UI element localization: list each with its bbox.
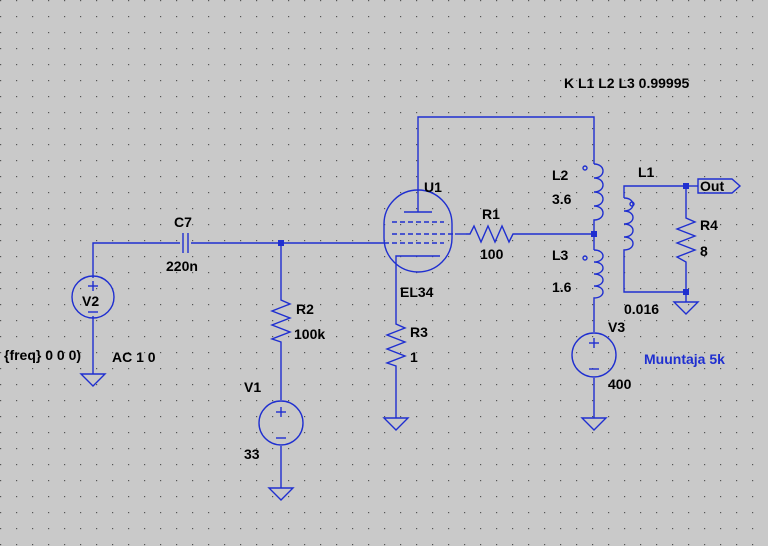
ground-v3 (580, 417, 608, 431)
r3-name: R3 (410, 324, 428, 340)
source-v3[interactable] (571, 332, 617, 378)
l1-name: L1 (638, 164, 655, 180)
junction-tap (591, 231, 597, 237)
l2-value: 3.6 (552, 191, 572, 207)
junction-r4-gnd (683, 289, 689, 295)
wire-plate-loop[interactable] (417, 116, 595, 190)
capacitor-c7[interactable] (182, 233, 189, 253)
inductor-l1[interactable] (623, 197, 635, 252)
spice-directive[interactable]: K L1 L2 L3 0.99995 (564, 75, 690, 91)
v2-value-left: {freq} 0 0 0) (4, 347, 81, 363)
l2-polarity-dot (582, 165, 588, 171)
wire-v2-to-c7[interactable] (92, 242, 180, 270)
resistor-r1[interactable] (466, 224, 518, 244)
junctions (278, 183, 689, 295)
ground-r3 (382, 417, 410, 431)
tube-u1[interactable] (383, 189, 455, 273)
inductor-l2[interactable] (582, 160, 604, 222)
u1-name: U1 (424, 179, 442, 195)
l3-value: 1.6 (552, 279, 572, 295)
wire-l1-top[interactable] (623, 185, 687, 214)
l2-name: L2 (552, 167, 569, 183)
ground-v1 (267, 487, 295, 501)
junction-out (683, 183, 689, 189)
source-v1[interactable] (258, 400, 304, 446)
r1-value: 100 (480, 246, 504, 262)
ground-r4 (672, 301, 700, 315)
inductor-l3[interactable] (582, 249, 604, 300)
v1-value: 33 (244, 446, 260, 462)
r2-name: R2 (296, 301, 314, 317)
r2-value: 100k (294, 326, 325, 342)
c7-value: 220n (166, 258, 198, 274)
v2-name: V2 (82, 293, 99, 309)
l1-value: 0.016 (624, 301, 659, 317)
c7-name: C7 (174, 214, 192, 230)
r3-value: 1 (410, 349, 418, 365)
net-label-out[interactable]: Out (697, 178, 742, 194)
out-label-text: Out (700, 178, 724, 194)
ground-v2 (79, 373, 107, 387)
r4-value: 8 (700, 243, 708, 259)
r4-name: R4 (700, 217, 718, 233)
wire-l1-bottom[interactable] (623, 252, 687, 293)
source-v2[interactable] (71, 270, 115, 319)
v1-name: V1 (244, 379, 261, 395)
v3-name: V3 (608, 319, 625, 335)
v2-value-right: AC 1 0 (112, 349, 156, 365)
resistor-r2[interactable] (269, 296, 292, 346)
resistor-r4[interactable] (675, 214, 697, 266)
v3-value: 400 (608, 376, 632, 392)
l1-polarity-dot (629, 201, 635, 207)
junction-grid (278, 240, 284, 246)
l3-name: L3 (552, 247, 569, 263)
u1-value: EL34 (400, 284, 434, 300)
r1-name: R1 (482, 206, 500, 222)
l3-polarity-dot (582, 255, 588, 261)
resistor-r3[interactable] (384, 320, 407, 370)
comment-text[interactable]: Muuntaja 5k (644, 351, 725, 367)
